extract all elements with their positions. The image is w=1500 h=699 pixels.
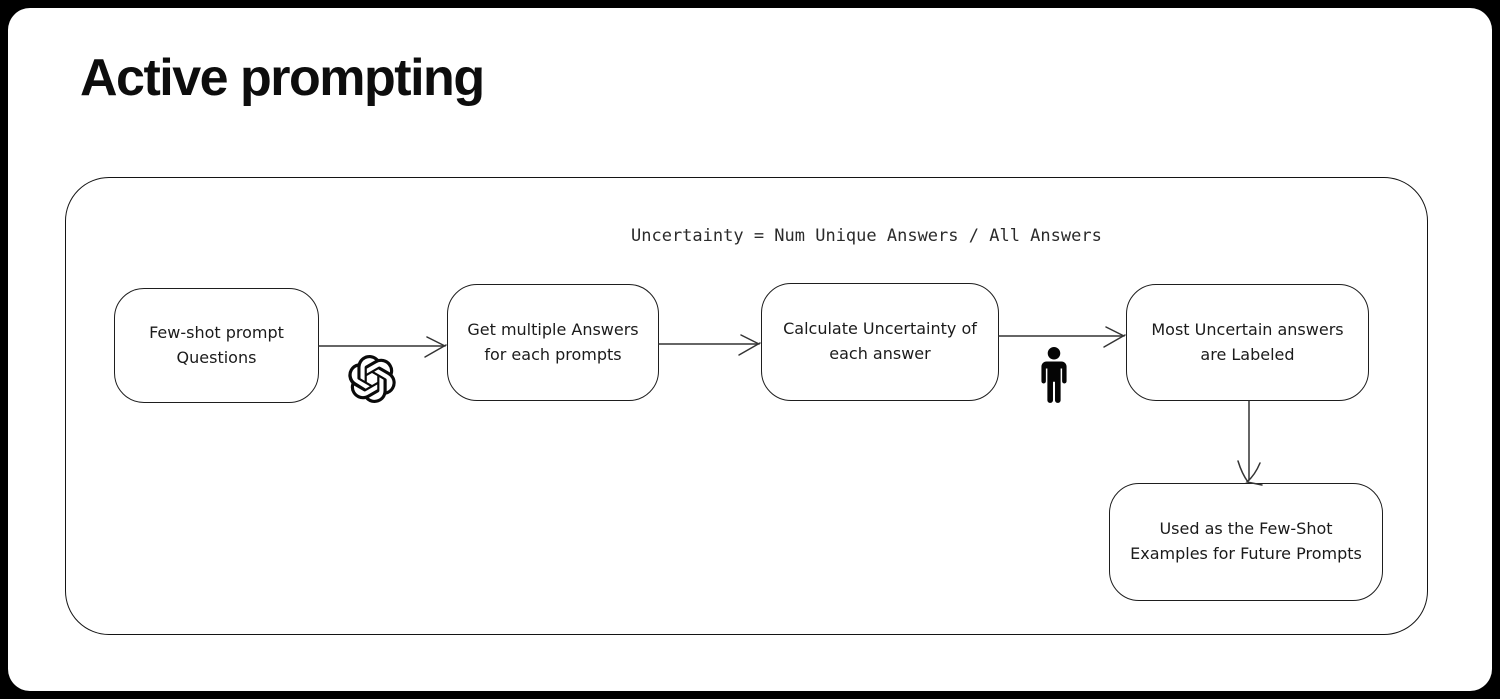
node-calculate-uncertainty: Calculate Uncertainty of each answer [761,283,999,401]
openai-logo-icon [348,355,396,403]
node-label: Calculate Uncertainty of each answer [783,319,977,363]
arrow-labeled-to-examples [1237,400,1263,486]
diagram-container: Uncertainty = Num Unique Answers / All A… [65,177,1428,635]
person-icon [1041,346,1067,403]
arrow-answers-to-uncertainty [658,334,761,356]
node-label: Get multiple Answers for each prompts [467,319,639,364]
node-label: Most Uncertain answers are Labeled [1151,319,1344,364]
page-title: Active prompting [80,49,485,107]
uncertainty-formula: Uncertainty = Num Unique Answers / All A… [631,226,1102,246]
node-few-shot-prompt-questions: Few-shot prompt Questions [114,288,319,403]
node-get-multiple-answers: Get multiple Answers for each prompts [447,284,659,401]
node-most-uncertain-labeled: Most Uncertain answers are Labeled [1126,284,1369,401]
slide-background: Active prompting Uncertainty = Num Uniqu… [8,8,1492,691]
arrow-uncertainty-to-labeled [998,326,1126,348]
node-used-as-few-shot-examples: Used as the Few-Shot Examples for Future… [1109,483,1383,601]
node-label: Few-shot prompt Questions [149,322,284,367]
node-label: Used as the Few-Shot Examples for Future… [1130,519,1362,563]
arrow-questions-to-answers [318,336,447,358]
